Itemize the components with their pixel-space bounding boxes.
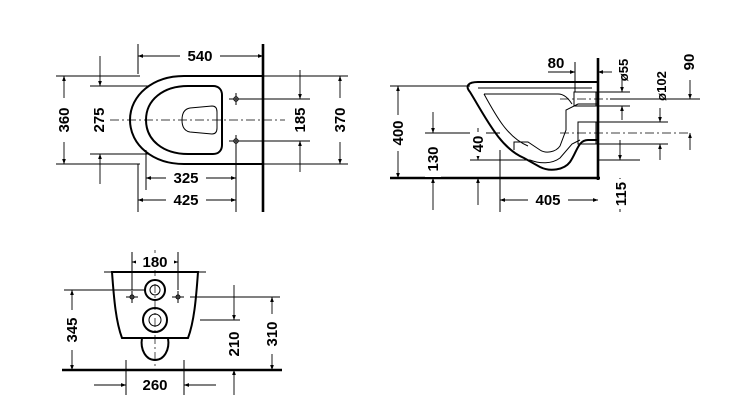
dim-label-310: 310 [264,321,281,346]
rear-view-body-outline [110,271,200,339]
dim-label-185: 185 [292,107,309,132]
dim-label-180: 180 [142,254,167,271]
dim-label-d102: ø102 [654,71,669,101]
dim-label-345: 345 [64,317,81,342]
dim-label-210: 210 [226,331,243,356]
dim-label-260: 260 [142,377,167,394]
dim-label-115: 115 [613,182,630,206]
top-view-flush-rim [181,105,218,135]
dim-label-540: 540 [187,48,212,65]
top-view: 540 360 275 185 370 325 425 [56,44,349,212]
side-view-trap [513,103,598,164]
rear-view: 180 345 210 310 260 [62,250,282,395]
dim-label-40: 40 [470,136,487,153]
dim-label-360: 360 [56,107,73,132]
fixing-hole-icon [126,291,138,303]
fixing-hole-icon [172,291,184,303]
dim-label-130: 130 [425,146,442,171]
top-view-bowl-opening [144,85,223,155]
dim-label-405: 405 [535,192,560,209]
dim-label-325: 325 [173,170,198,187]
dim-label-400: 400 [390,120,407,145]
dim-label-425: 425 [173,192,198,209]
side-view-rim [478,87,592,147]
dim-label-80: 80 [548,55,565,72]
side-view: 400 130 40 405 80 ø55 ø102 [390,54,700,212]
dim-label-275: 275 [91,107,108,132]
dim-label-d55: ø55 [616,59,631,81]
dim-label-370: 370 [332,107,349,132]
dim-label-90: 90 [681,54,698,71]
side-view-bowl-profile [466,81,598,171]
